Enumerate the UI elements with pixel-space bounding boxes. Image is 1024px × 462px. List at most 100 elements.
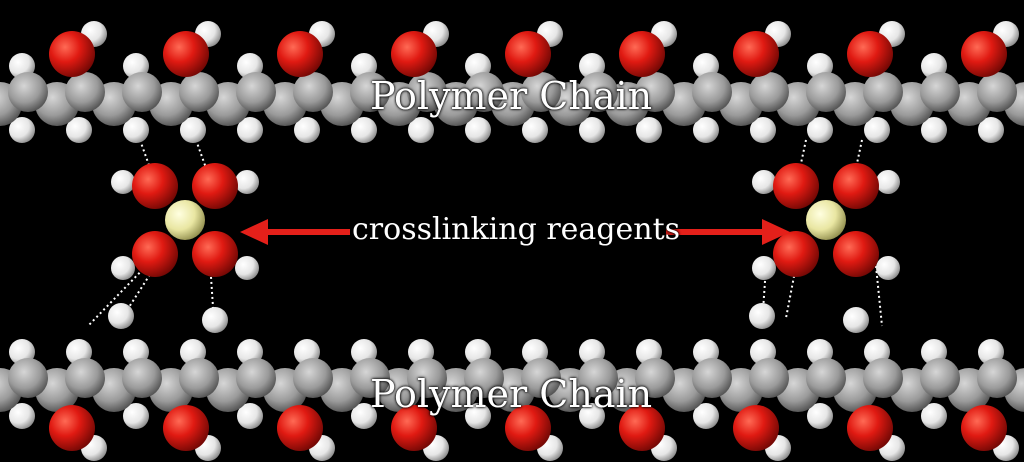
central-atom bbox=[165, 200, 205, 240]
oxygen-atom bbox=[277, 405, 323, 451]
carbon-atom bbox=[407, 72, 447, 112]
hydrogen-atom bbox=[235, 170, 259, 194]
left-arrow bbox=[240, 219, 350, 245]
oxygen-atom bbox=[733, 31, 779, 77]
hydrogen-atom bbox=[978, 117, 1004, 143]
hydrogen-atom bbox=[636, 117, 662, 143]
hydrogen-atom bbox=[465, 117, 491, 143]
hydrogen-bond-line bbox=[139, 139, 151, 169]
hydrogen-atom bbox=[807, 403, 833, 429]
polymer-chain-bottom bbox=[0, 339, 1024, 461]
carbon-atom bbox=[122, 72, 162, 112]
hydrogen-atom bbox=[807, 117, 833, 143]
carbon-atom bbox=[920, 358, 960, 398]
hydrogen-atom bbox=[66, 117, 92, 143]
hydrogen-bond-line bbox=[875, 265, 883, 327]
oxygen-atom bbox=[847, 405, 893, 451]
oxygen-atom bbox=[619, 31, 665, 77]
hydrogen-atom bbox=[123, 403, 149, 429]
carbon-atom bbox=[863, 358, 903, 398]
carbon-atom bbox=[236, 72, 276, 112]
hydrogen-atom bbox=[752, 170, 776, 194]
hydrogen-atom bbox=[180, 117, 206, 143]
hydrogen-atom bbox=[465, 403, 491, 429]
arrow-layer bbox=[240, 219, 790, 245]
oxygen-atom bbox=[132, 231, 178, 277]
carbon-atom bbox=[749, 358, 789, 398]
carbon-atom bbox=[977, 72, 1017, 112]
oxygen-atom bbox=[163, 31, 209, 77]
hydrogen-atom bbox=[864, 117, 890, 143]
oxygen-atom bbox=[961, 31, 1007, 77]
carbon-atom bbox=[920, 72, 960, 112]
hydrogen-atom bbox=[202, 307, 228, 333]
carbon-atom bbox=[293, 72, 333, 112]
carbon-atom bbox=[521, 358, 561, 398]
carbon-atom bbox=[578, 358, 618, 398]
oxygen-atom bbox=[391, 31, 437, 77]
carbon-atom bbox=[179, 72, 219, 112]
hydrogen-atom bbox=[123, 117, 149, 143]
hydrogen-atom bbox=[921, 117, 947, 143]
central-atom bbox=[806, 200, 846, 240]
carbon-atom bbox=[749, 72, 789, 112]
polymer-chain-top bbox=[0, 21, 1024, 143]
hydrogen-bond-line bbox=[195, 139, 207, 169]
hydrogen-atom bbox=[752, 256, 776, 280]
hydrogen-atom bbox=[237, 117, 263, 143]
polymer-chain-layer bbox=[0, 21, 1024, 461]
carbon-atom bbox=[65, 358, 105, 398]
hydrogen-atom bbox=[579, 117, 605, 143]
carbon-atom bbox=[350, 358, 390, 398]
carbon-atom bbox=[977, 358, 1017, 398]
hydrogen-atom bbox=[235, 256, 259, 280]
crosslinking-reagent-left bbox=[108, 163, 259, 333]
carbon-atom bbox=[179, 358, 219, 398]
oxygen-atom bbox=[391, 405, 437, 451]
carbon-atom bbox=[293, 358, 333, 398]
hydrogen-atom bbox=[111, 256, 135, 280]
hydrogen-atom bbox=[579, 403, 605, 429]
hydrogen-atom bbox=[750, 117, 776, 143]
oxygen-atom bbox=[49, 405, 95, 451]
carbon-atom bbox=[236, 358, 276, 398]
oxygen-atom bbox=[192, 231, 238, 277]
oxygen-atom bbox=[847, 31, 893, 77]
hydrogen-atom bbox=[693, 117, 719, 143]
carbon-atom bbox=[8, 358, 48, 398]
oxygen-atom bbox=[833, 163, 879, 209]
hydrogen-atom bbox=[921, 403, 947, 429]
hydrogen-atom bbox=[111, 170, 135, 194]
carbon-atom bbox=[806, 72, 846, 112]
hydrogen-bond-line bbox=[785, 265, 797, 319]
hydrogen-atom bbox=[237, 403, 263, 429]
hydrogen-atom bbox=[876, 256, 900, 280]
hydrogen-atom bbox=[408, 117, 434, 143]
crosslinking-reagent-right bbox=[749, 163, 900, 333]
oxygen-atom bbox=[619, 405, 665, 451]
oxygen-atom bbox=[277, 31, 323, 77]
carbon-atom bbox=[806, 358, 846, 398]
oxygen-atom bbox=[163, 405, 209, 451]
hydrogen-atom bbox=[693, 403, 719, 429]
hydrogen-atom bbox=[351, 117, 377, 143]
oxygen-atom bbox=[505, 31, 551, 77]
crosslinking-reagent-layer bbox=[108, 163, 900, 333]
carbon-atom bbox=[692, 358, 732, 398]
oxygen-atom bbox=[773, 231, 819, 277]
carbon-atom bbox=[635, 358, 675, 398]
oxygen-atom bbox=[833, 231, 879, 277]
carbon-atom bbox=[407, 358, 447, 398]
carbon-atom bbox=[863, 72, 903, 112]
oxygen-atom bbox=[505, 405, 551, 451]
oxygen-atom bbox=[773, 163, 819, 209]
carbon-atom bbox=[635, 72, 675, 112]
carbon-atom bbox=[65, 72, 105, 112]
hydrogen-atom bbox=[9, 117, 35, 143]
carbon-atom bbox=[578, 72, 618, 112]
hydrogen-atom bbox=[522, 117, 548, 143]
hydrogen-atom bbox=[351, 403, 377, 429]
carbon-atom bbox=[122, 358, 162, 398]
